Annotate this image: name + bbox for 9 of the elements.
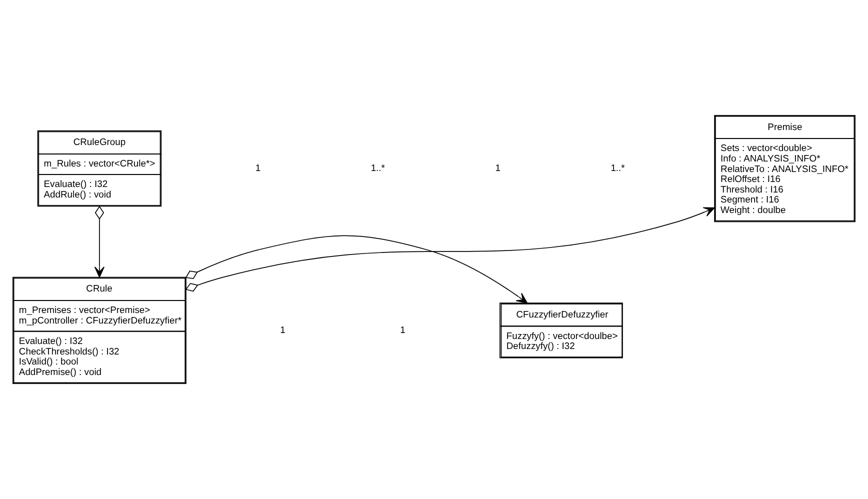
label: 1	[495, 162, 500, 173]
label: 1	[280, 324, 286, 335]
label: 1..*	[610, 162, 625, 173]
label: 1	[255, 162, 261, 173]
label: 1	[400, 324, 406, 335]
arrow	[185, 207, 715, 292]
arrow	[185, 235, 528, 304]
arrow	[94, 206, 105, 278]
label: 1..*	[370, 162, 385, 173]
